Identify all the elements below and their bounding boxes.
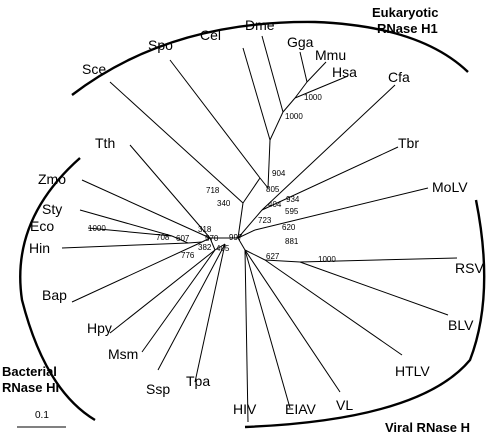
leaf-eiav: EIAV <box>285 401 317 417</box>
leaf-mmu: Mmu <box>315 47 346 63</box>
bootstrap-value: 708 <box>156 233 170 242</box>
eukaryotic-group-label-line2: RNase H1 <box>377 21 438 36</box>
leaf-hsa: Hsa <box>332 64 357 80</box>
bootstrap-value: 340 <box>217 199 231 208</box>
bacterial-group-label-line2: RNase HI <box>2 380 59 395</box>
bootstrap-value: 881 <box>285 237 299 246</box>
leaf-bap: Bap <box>42 287 67 303</box>
leaf-hiv: HIV <box>233 401 257 417</box>
internal-branches <box>171 81 308 263</box>
bootstrap-value: 607 <box>176 234 190 243</box>
bootstrap-value: 934 <box>286 195 300 204</box>
leaf-cfa: Cfa <box>388 69 410 85</box>
bootstrap-value: 405 <box>216 244 230 253</box>
bacterial-branches <box>61 144 226 383</box>
bootstrap-value: 318 <box>198 225 212 234</box>
leaf-spo: Spo <box>148 37 173 53</box>
bootstrap-value: 1000 <box>304 93 322 102</box>
bootstrap-value: 904 <box>272 169 286 178</box>
eukaryotic-branches <box>109 35 399 211</box>
viral-group-label: Viral RNase H <box>385 420 470 435</box>
eukaryotic-arc <box>71 20 469 96</box>
scale-bar: 0.1 <box>17 410 66 428</box>
leaf-hpy: Hpy <box>87 320 112 336</box>
scale-bar-label: 0.1 <box>35 410 49 421</box>
bacterial-group-label-line1: Bacterial <box>2 364 57 379</box>
leaf-zmo: Zmo <box>38 171 66 187</box>
bootstrap-value: 1000 <box>285 112 303 121</box>
bootstrap-value: 595 <box>285 207 299 216</box>
bootstrap-value: 382 <box>198 243 212 252</box>
bootstrap-value: 776 <box>181 251 195 260</box>
leaf-sce: Sce <box>82 61 106 77</box>
bootstrap-value: 627 <box>266 252 280 261</box>
leaf-htlv: HTLV <box>395 363 430 379</box>
bootstrap-value: 570 <box>205 234 219 243</box>
leaf-msm: Msm <box>108 346 138 362</box>
leaf-gga: Gga <box>287 34 314 50</box>
leaf-tbr: Tbr <box>398 135 419 151</box>
bacterial-arc <box>19 157 96 422</box>
bootstrap-value: 1000 <box>88 224 106 233</box>
leaf-molv: MoLV <box>432 179 468 195</box>
bootstrap-value: 723 <box>258 216 272 225</box>
leaf-labels: Sce Spo Cel Dme Gga Mmu Hsa Cfa Tbr MoLV… <box>29 17 484 417</box>
viral-arc <box>244 199 486 429</box>
leaf-ssp: Ssp <box>146 381 170 397</box>
leaf-sty: Sty <box>42 201 62 217</box>
bootstrap-value: 997 <box>229 233 243 242</box>
leaf-cel: Cel <box>200 27 221 43</box>
leaf-rsv: RSV <box>455 260 484 276</box>
leaf-blv: BLV <box>448 317 474 333</box>
viral-branches <box>244 187 458 423</box>
leaf-vl: VL <box>336 397 353 413</box>
bootstrap-value: 805 <box>266 185 280 194</box>
bootstrap-values: 1000 1000 904 718 805 340 404 934 595 62… <box>88 93 336 264</box>
bootstrap-value: 404 <box>268 200 282 209</box>
bootstrap-value: 1000 <box>318 255 336 264</box>
leaf-eco: Eco <box>30 218 54 234</box>
leaf-tth: Tth <box>95 135 115 151</box>
leaf-dme: Dme <box>245 17 275 33</box>
eukaryotic-group-label-line1: Eukaryotic <box>372 5 438 20</box>
bootstrap-value: 620 <box>282 223 296 232</box>
group-labels: Eukaryotic RNase H1 Bacterial RNase HI V… <box>2 5 470 435</box>
leaf-hin: Hin <box>29 240 50 256</box>
leaf-tpa: Tpa <box>186 373 210 389</box>
bootstrap-value: 718 <box>206 186 220 195</box>
